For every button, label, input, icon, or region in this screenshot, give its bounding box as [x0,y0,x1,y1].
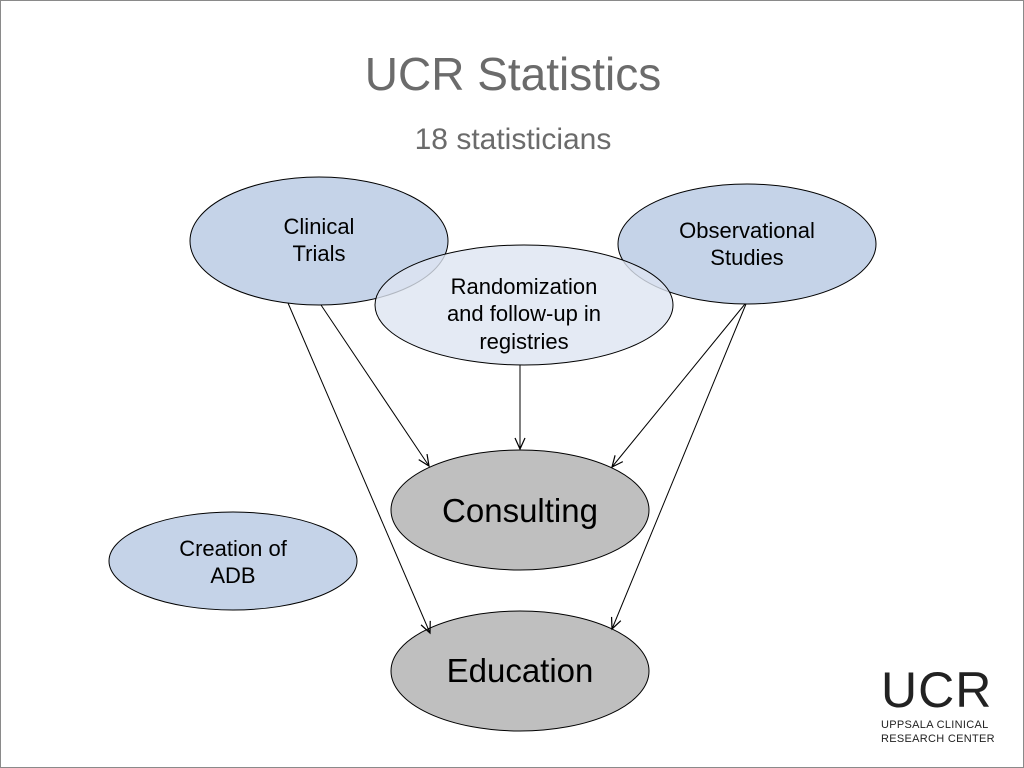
ucr-logo-line1: UPPSALA CLINICAL [881,719,989,731]
education-label: Education [446,652,594,690]
ucr-logo-line2: RESEARCH CENTER [881,732,995,745]
creation-adb-label: Creation of ADB [179,535,287,589]
clinical-trials-label: Clinical Trials [283,213,355,267]
slide-subtitle: 18 statisticians [414,123,612,156]
randomization-node [374,244,674,366]
ucr-logo: UCR UPPSALA CLINICAL RESEARCH CENTER [881,665,1001,747]
creation-adb-node [108,511,358,611]
consulting-label: Consulting [442,492,598,530]
arrow-clinical-to-education [287,302,431,635]
arrow-observational-to-education [610,303,747,631]
observational-studies-label: Observational Studies [679,217,815,271]
arrow-observational-to-consulting [611,303,746,469]
ucr-logo-mark: UCR [881,662,993,718]
clinical-trials-node [189,176,449,306]
slide-title: UCR Statistics [364,48,662,100]
education-node [390,610,650,732]
randomization-label: Randomization and follow-up in registrie… [446,273,602,354]
observational-studies-node [617,183,877,305]
arrow-clinical-to-consulting [320,304,430,468]
